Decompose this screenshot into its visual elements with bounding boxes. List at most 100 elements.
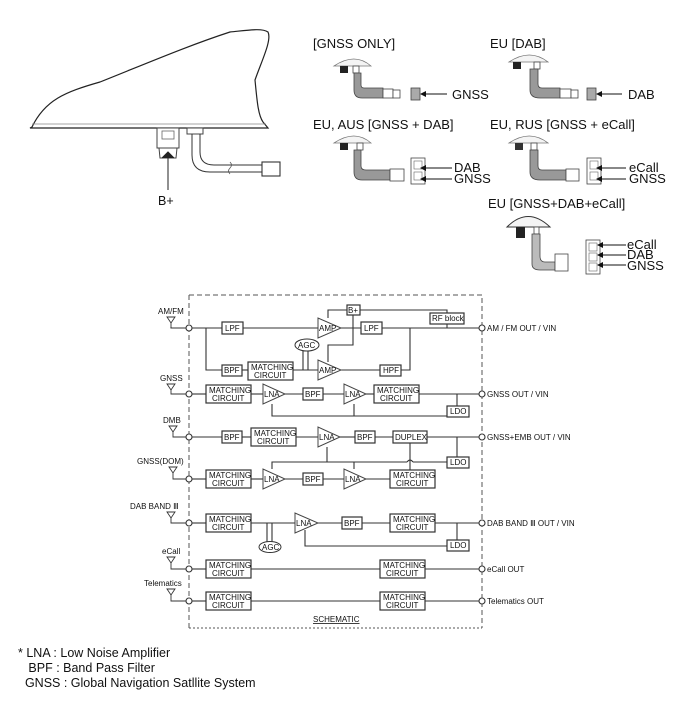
schematic: SCHEMATIC AM/FM GNSS DMB GNSS(DOM) DAB B… bbox=[130, 294, 575, 629]
connector-title: EU, RUS [GNSS + eCall] bbox=[490, 117, 635, 132]
lna-triangle bbox=[343, 468, 368, 490]
ldo-block bbox=[446, 456, 470, 469]
svg-text:LDO: LDO bbox=[450, 458, 466, 467]
output-terminal bbox=[478, 519, 486, 527]
schematic-caption: SCHEMATIC bbox=[313, 615, 360, 624]
svg-text:MATCHING: MATCHING bbox=[393, 515, 435, 524]
legend-line: BPF : Band Pass Filter bbox=[18, 661, 155, 675]
input-ecall: eCall bbox=[162, 547, 189, 570]
pin-label: DAB bbox=[628, 87, 655, 102]
svg-text:MATCHING: MATCHING bbox=[393, 471, 435, 480]
pin-label: eCall bbox=[627, 237, 657, 252]
matching-circuit bbox=[389, 469, 436, 489]
connector-title: EU [DAB] bbox=[490, 36, 546, 51]
svg-text:BPF: BPF bbox=[344, 519, 360, 528]
output-label: Telematics OUT bbox=[487, 597, 544, 606]
lna-triangle bbox=[317, 426, 342, 448]
svg-text:BPF: BPF bbox=[305, 475, 321, 484]
row-am-fm: LPF AMP B+ LPF RF block HPF BPF MATCHIN bbox=[192, 304, 480, 381]
pin-label: GNSS bbox=[627, 258, 664, 273]
pin-label: GNSS bbox=[452, 87, 489, 102]
shark-fin-antenna bbox=[29, 29, 281, 190]
svg-text:CIRCUIT: CIRCUIT bbox=[386, 569, 419, 578]
agc-block bbox=[258, 541, 282, 553]
svg-text:LNA: LNA bbox=[319, 433, 335, 442]
svg-text:MATCHING: MATCHING bbox=[251, 363, 293, 372]
svg-text:HPF: HPF bbox=[383, 366, 399, 375]
amp-triangle bbox=[317, 317, 343, 339]
pin-label: GNSS bbox=[454, 171, 491, 186]
output-label: GNSS+EMB OUT / VIN bbox=[487, 433, 571, 442]
row-dab-band-3: MATCHING CIRCUIT AGC LNA BPF MATCHING CI… bbox=[192, 512, 480, 553]
agc-block bbox=[294, 338, 320, 352]
svg-text:LPF: LPF bbox=[225, 324, 240, 333]
svg-text:CIRCUIT: CIRCUIT bbox=[212, 523, 245, 532]
input-label: DAB BAND Ⅲ bbox=[130, 502, 179, 511]
svg-text:LNA: LNA bbox=[264, 475, 280, 484]
input-terminal bbox=[185, 324, 193, 332]
pin-label: eCall bbox=[629, 160, 659, 175]
amp-triangle bbox=[317, 359, 343, 381]
input-am-fm: AM/FM bbox=[158, 307, 189, 329]
output-terminal bbox=[478, 390, 486, 398]
output-label: AM / FM OUT / VIN bbox=[487, 324, 556, 333]
output-terminal bbox=[478, 565, 486, 573]
svg-text:MATCHING: MATCHING bbox=[209, 515, 251, 524]
input-label: AM/FM bbox=[158, 307, 184, 316]
row-ecall: MATCHING CIRCUIT MATCHING CIRCUIT bbox=[192, 559, 480, 579]
input-dmb: DMB bbox=[163, 416, 189, 438]
bplus-label: B+ bbox=[158, 194, 174, 208]
svg-text:CIRCUIT: CIRCUIT bbox=[212, 479, 245, 488]
connector-variant-gnss-only: [GNSS ONLY] GNSS bbox=[313, 36, 489, 102]
svg-text:LNA: LNA bbox=[345, 475, 361, 484]
pin-label: DAB bbox=[627, 247, 654, 262]
svg-text:BPF: BPF bbox=[357, 433, 373, 442]
svg-text:MATCHING: MATCHING bbox=[377, 386, 419, 395]
input-terminal bbox=[185, 597, 193, 605]
input-label: GNSS(DOM) bbox=[137, 457, 184, 466]
svg-text:CIRCUIT: CIRCUIT bbox=[257, 437, 290, 446]
svg-text:CIRCUIT: CIRCUIT bbox=[386, 601, 419, 610]
legend-line: * LNA : Low Noise Amplifier bbox=[18, 646, 171, 660]
row-gnss-dom: LDO MATCHING CIRCUIT LNA BPF LNA MATCHIN… bbox=[192, 456, 470, 490]
row-telematics: MATCHING CIRCUIT MATCHING CIRCUIT bbox=[192, 591, 480, 611]
connector-variant-eu-rus: EU, RUS [GNSS + eCall] eCall GNSS bbox=[490, 117, 666, 186]
ldo-block bbox=[446, 539, 470, 552]
abbreviation-legend: * LNA : Low Noise Amplifier BPF : Band P… bbox=[18, 646, 256, 691]
svg-text:CIRCUIT: CIRCUIT bbox=[254, 371, 287, 380]
connector-variant-eu-dab: EU [DAB] DAB bbox=[490, 36, 655, 102]
svg-text:LNA: LNA bbox=[264, 390, 280, 399]
connector-variant-eu-aus: EU, AUS [GNSS + DAB] DAB GNSS bbox=[313, 117, 491, 186]
svg-text:BPF: BPF bbox=[224, 366, 240, 375]
svg-text:MATCHING: MATCHING bbox=[209, 561, 251, 570]
row-gnss: MATCHING CIRCUIT LNA BPF LNA MATCHING CI… bbox=[192, 383, 480, 418]
svg-text:AMP: AMP bbox=[319, 324, 336, 333]
input-terminal bbox=[185, 565, 193, 573]
input-label: Telematics bbox=[144, 579, 182, 588]
svg-text:CIRCUIT: CIRCUIT bbox=[212, 569, 245, 578]
input-telematics: Telematics bbox=[144, 579, 189, 602]
connector-title: EU, AUS [GNSS + DAB] bbox=[313, 117, 454, 132]
svg-text:LDO: LDO bbox=[450, 541, 466, 550]
input-label: GNSS bbox=[160, 374, 183, 383]
svg-text:MATCHING: MATCHING bbox=[209, 386, 251, 395]
input-terminal bbox=[185, 433, 193, 441]
input-terminal bbox=[185, 475, 193, 483]
svg-text:AGC: AGC bbox=[262, 543, 280, 552]
svg-text:LNA: LNA bbox=[345, 390, 361, 399]
output-label: GNSS OUT / VIN bbox=[487, 390, 549, 399]
svg-text:MATCHING: MATCHING bbox=[209, 593, 251, 602]
svg-text:CIRCUIT: CIRCUIT bbox=[212, 394, 245, 403]
svg-text:AMP: AMP bbox=[319, 366, 336, 375]
output-label: DAB BAND Ⅲ OUT / VIN bbox=[487, 519, 575, 528]
svg-text:MATCHING: MATCHING bbox=[254, 429, 296, 438]
svg-text:B+: B+ bbox=[348, 306, 358, 315]
input-terminal bbox=[185, 519, 193, 527]
legend-line: GNSS : Global Navigation Satllite System bbox=[18, 676, 256, 690]
svg-text:CIRCUIT: CIRCUIT bbox=[212, 601, 245, 610]
svg-text:CIRCUIT: CIRCUIT bbox=[396, 523, 429, 532]
matching-circuit bbox=[247, 361, 294, 381]
svg-text:CIRCUIT: CIRCUIT bbox=[380, 394, 413, 403]
lna-triangle bbox=[343, 383, 368, 405]
